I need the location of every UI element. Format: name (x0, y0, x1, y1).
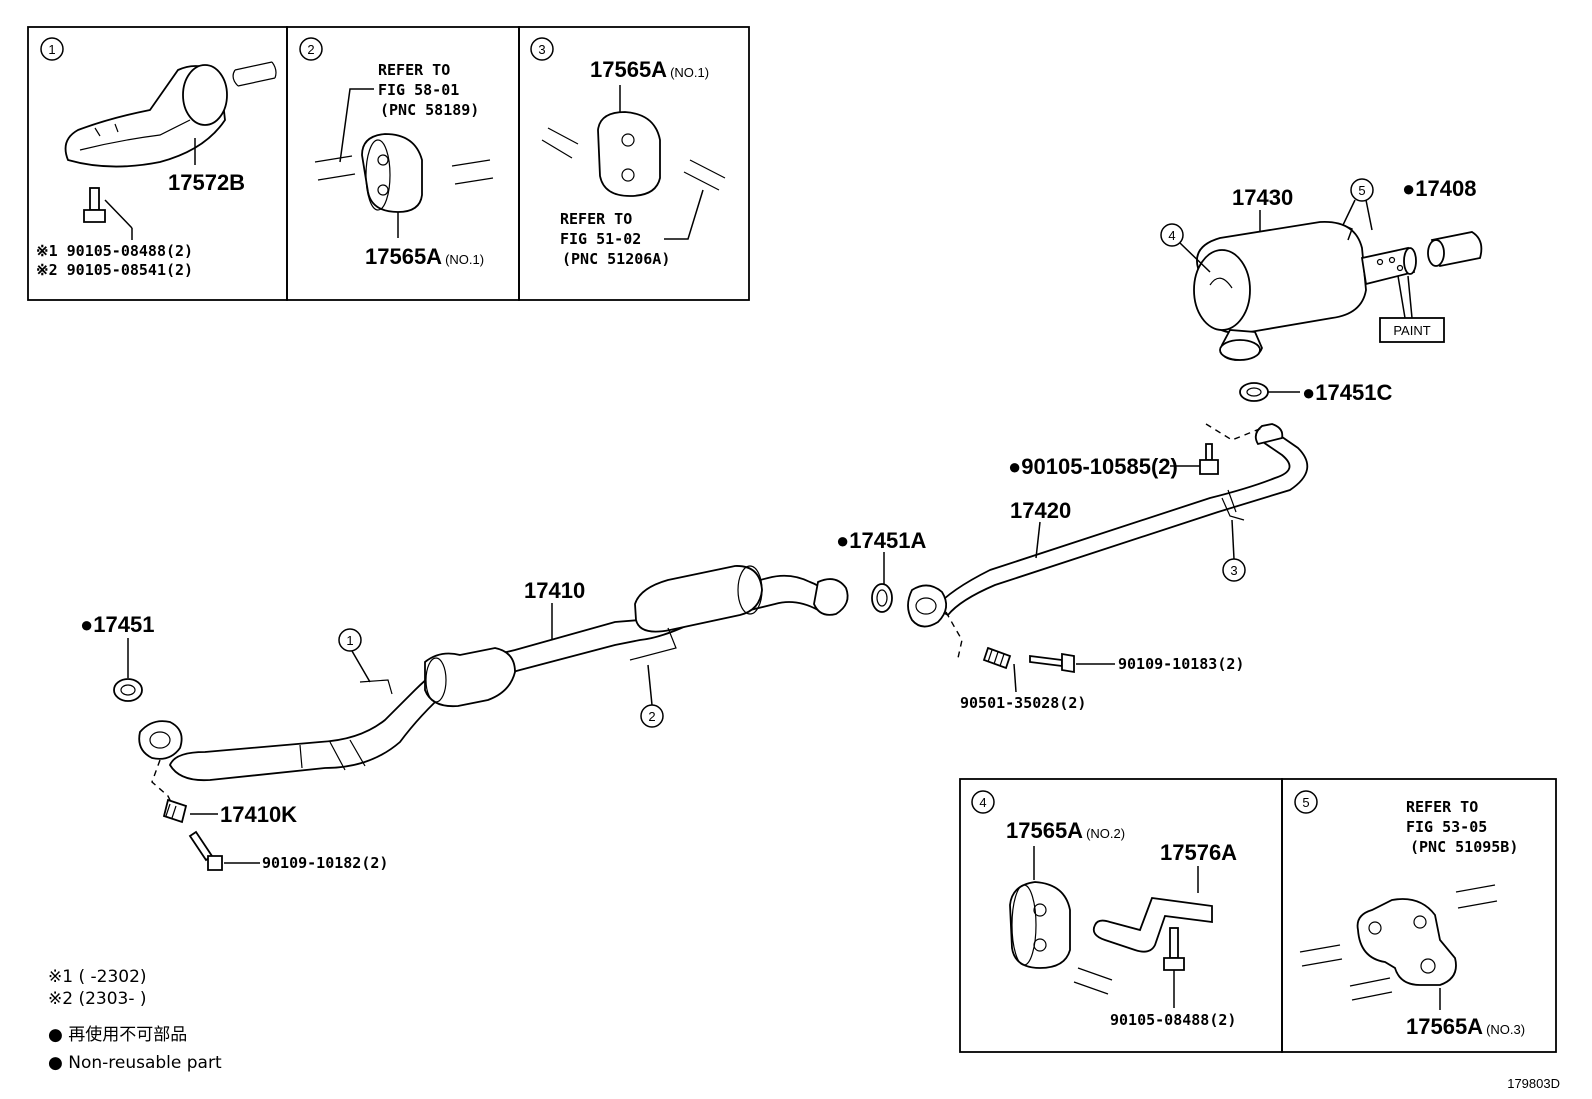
center-pipe-icon (933, 428, 1309, 617)
legend: ※1 ( -2302) ※2 (2303- ) ● 再使用不可部品 ● Non-… (48, 967, 222, 1073)
bolt-icon (1199, 459, 1219, 475)
refer-line-2: FIG 53-05 (1406, 818, 1487, 836)
gasket-icon (871, 583, 893, 613)
callout-5-inset: 5 (1302, 795, 1309, 810)
inset-1: 1 17572B ※1 90105-08488(2) ※2 90105-0854… (27, 26, 288, 301)
refer-line-3: (PNC 58189) (380, 101, 479, 119)
refer-line-2: FIG 58-01 (378, 81, 459, 99)
refer-line-1: REFER TO (1406, 798, 1478, 816)
legend-jp: ● 再使用不可部品 (48, 1024, 187, 1045)
label-17565A-no3: 17565A(NO.3) (1406, 1014, 1525, 1039)
bolt-icon (207, 855, 223, 871)
callout-2: 2 (307, 42, 314, 57)
callout-4: 4 (1168, 228, 1175, 243)
callout-3: 3 (538, 42, 545, 57)
label-bolt-1: ※1 90105-08488(2) (36, 242, 193, 260)
label-90109-10182: 90109-10182(2) (262, 854, 388, 872)
legend-note-2: ※2 (2303- ) (48, 989, 147, 1009)
label-90105-10585: ●90105-10585(2) (1008, 454, 1178, 479)
label-17410: 17410 (524, 578, 585, 603)
label-17565A-no2: 17565A(NO.2) (1006, 818, 1125, 843)
label-90109-10183: 90109-10183(2) (1118, 655, 1244, 673)
callout-1-main: 1 (346, 633, 353, 648)
label-90501-35028: 90501-35028(2) (960, 694, 1086, 712)
label-17572B: 17572B (168, 170, 245, 195)
refer-line-3: (PNC 51206A) (562, 250, 670, 268)
label-17410K: 17410K (220, 802, 297, 827)
inset-4: 4 17565A(NO.2) 17576A 90105-08488(2) (959, 778, 1283, 1053)
label-17430: 17430 (1232, 185, 1293, 210)
callout-5: 5 (1358, 183, 1365, 198)
callout-4-inset: 4 (979, 795, 986, 810)
inset-3: 3 17565A(NO.1) REFER TO FIG 51-02 (PNC 5… (518, 26, 750, 301)
rubber-hanger-icon (1356, 898, 1457, 986)
callout-3-main: 3 (1230, 563, 1237, 578)
rubber-hanger-icon (597, 111, 661, 197)
label-paint: PAINT (1393, 323, 1430, 338)
label-17576A: 17576A (1160, 840, 1237, 865)
refer-line-3: (PNC 51095B) (1410, 838, 1518, 856)
bolt-icon (1163, 957, 1185, 971)
inset-2: 2 REFER TO FIG 58-01 (PNC 58189) 17565A(… (286, 26, 520, 301)
spring-icon (982, 646, 1012, 670)
label-17408: ●17408 (1402, 176, 1476, 201)
refer-line-2: FIG 51-02 (560, 230, 641, 248)
label-17565A-no1-a: 17565A(NO.1) (365, 244, 484, 269)
refer-line-1: REFER TO (560, 210, 632, 228)
label-17451C: ●17451C (1302, 380, 1392, 405)
label-17451: ●17451 (80, 612, 154, 637)
label-17451A: ●17451A (836, 528, 926, 553)
label-17420: 17420 (1010, 498, 1071, 523)
rubber-hanger-icon (1009, 881, 1071, 969)
front-pipe: 1 2 17410 ●17451 17410K 90109-10182(2) (80, 565, 849, 872)
refer-line-1: REFER TO (378, 61, 450, 79)
bracket-icon (1092, 897, 1213, 953)
legend-en: ● Non-reusable part (48, 1053, 222, 1073)
center-pipe: 3 17420 ●90105-10585(2) 90501-35028(2) 9… (836, 423, 1309, 712)
bolt-icon (1061, 652, 1075, 674)
diagram-id: 179803D (1507, 1076, 1560, 1091)
main-muffler: 17430 4 5 ●17408 PAINT ●17451C (1160, 176, 1483, 405)
legend-note-1: ※1 ( -2302) (48, 967, 147, 987)
label-bolt-2: ※2 90105-08541(2) (36, 261, 193, 279)
label-17565A-no1-b: 17565A(NO.1) (590, 57, 709, 82)
gasket-icon (113, 678, 143, 702)
callout-2-main: 2 (648, 709, 655, 724)
inset-5: 5 REFER TO FIG 53-05 (PNC 51095B) 17565A… (1281, 778, 1557, 1053)
label-90105-08488-inset: 90105-08488(2) (1110, 1011, 1236, 1029)
callout-1: 1 (48, 42, 55, 57)
gasket-icon (1239, 382, 1269, 402)
